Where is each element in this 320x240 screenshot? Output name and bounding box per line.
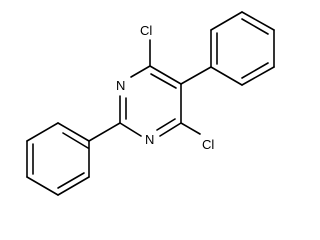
bond-ph2-a-double	[62, 132, 89, 149]
atom-labels: Cl Cl N N	[116, 23, 214, 152]
nitrogen-lower-label: N	[145, 132, 154, 147]
bond-ph1-c	[241, 11, 275, 31]
bond-ph2-e-double	[57, 172, 85, 189]
bond-n3-c4	[130, 65, 151, 78]
bond-c4-c5-double	[150, 73, 177, 89]
bond-c6-n1-double	[156, 118, 176, 131]
bond-ph1-b	[210, 11, 243, 31]
bond-ph2-e	[57, 176, 90, 196]
chlorine-bottom-label: Cl	[202, 137, 214, 152]
bond-ph2-d	[26, 176, 59, 196]
bond-ph2-a	[57, 122, 90, 142]
bond-ph1-f	[210, 66, 243, 86]
chemical-structure-drawing: Cl Cl N N	[26, 11, 275, 196]
bond-ph1-c-double	[241, 18, 269, 35]
nitrogen-upper-label: N	[116, 78, 125, 93]
bond-c6-cl	[180, 122, 201, 135]
bond-ph1-e	[241, 66, 275, 86]
chlorine-top-label: Cl	[140, 23, 152, 38]
bond-n1-c2	[119, 122, 142, 137]
bond-c4-c5	[149, 65, 182, 85]
bond-ph1-e-double	[241, 62, 269, 79]
bond-c5-phenyl	[180, 66, 212, 85]
bond-ph2-b	[26, 122, 59, 142]
bond-c2-phenyl	[88, 122, 121, 142]
bonds	[26, 11, 275, 196]
bond-c6-n1	[159, 122, 182, 137]
